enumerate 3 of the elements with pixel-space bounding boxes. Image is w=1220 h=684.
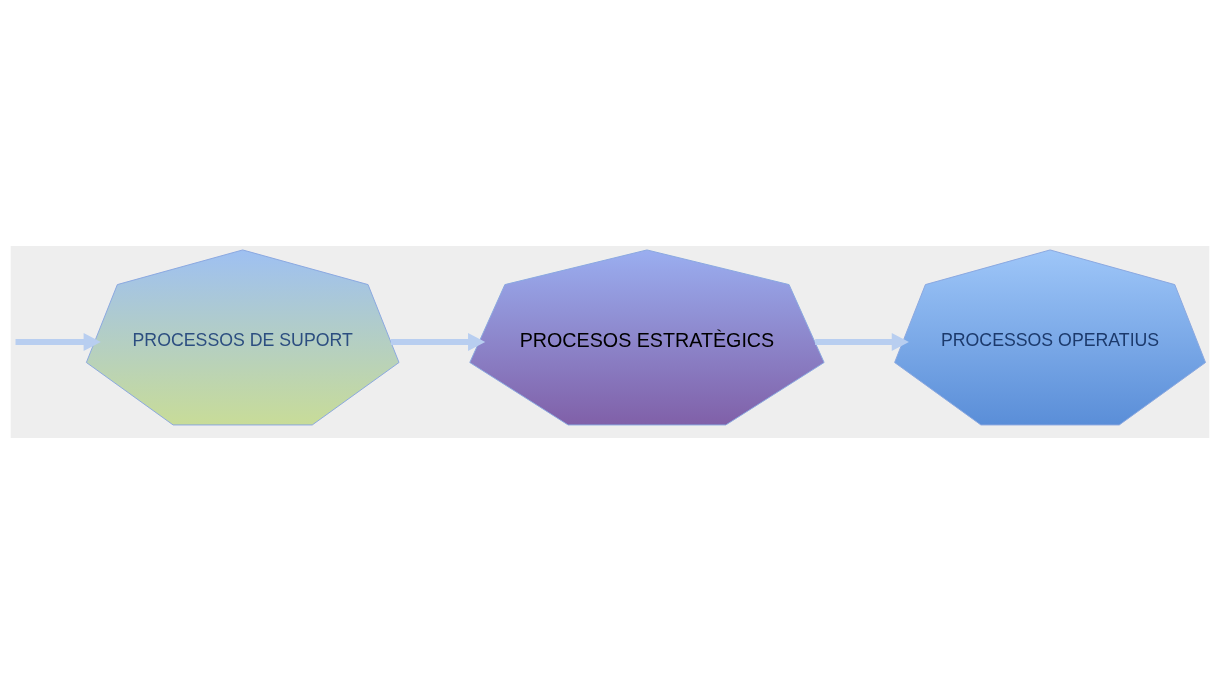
arrow — [815, 332, 909, 352]
arrow — [15, 332, 101, 352]
arrow — [390, 332, 486, 352]
